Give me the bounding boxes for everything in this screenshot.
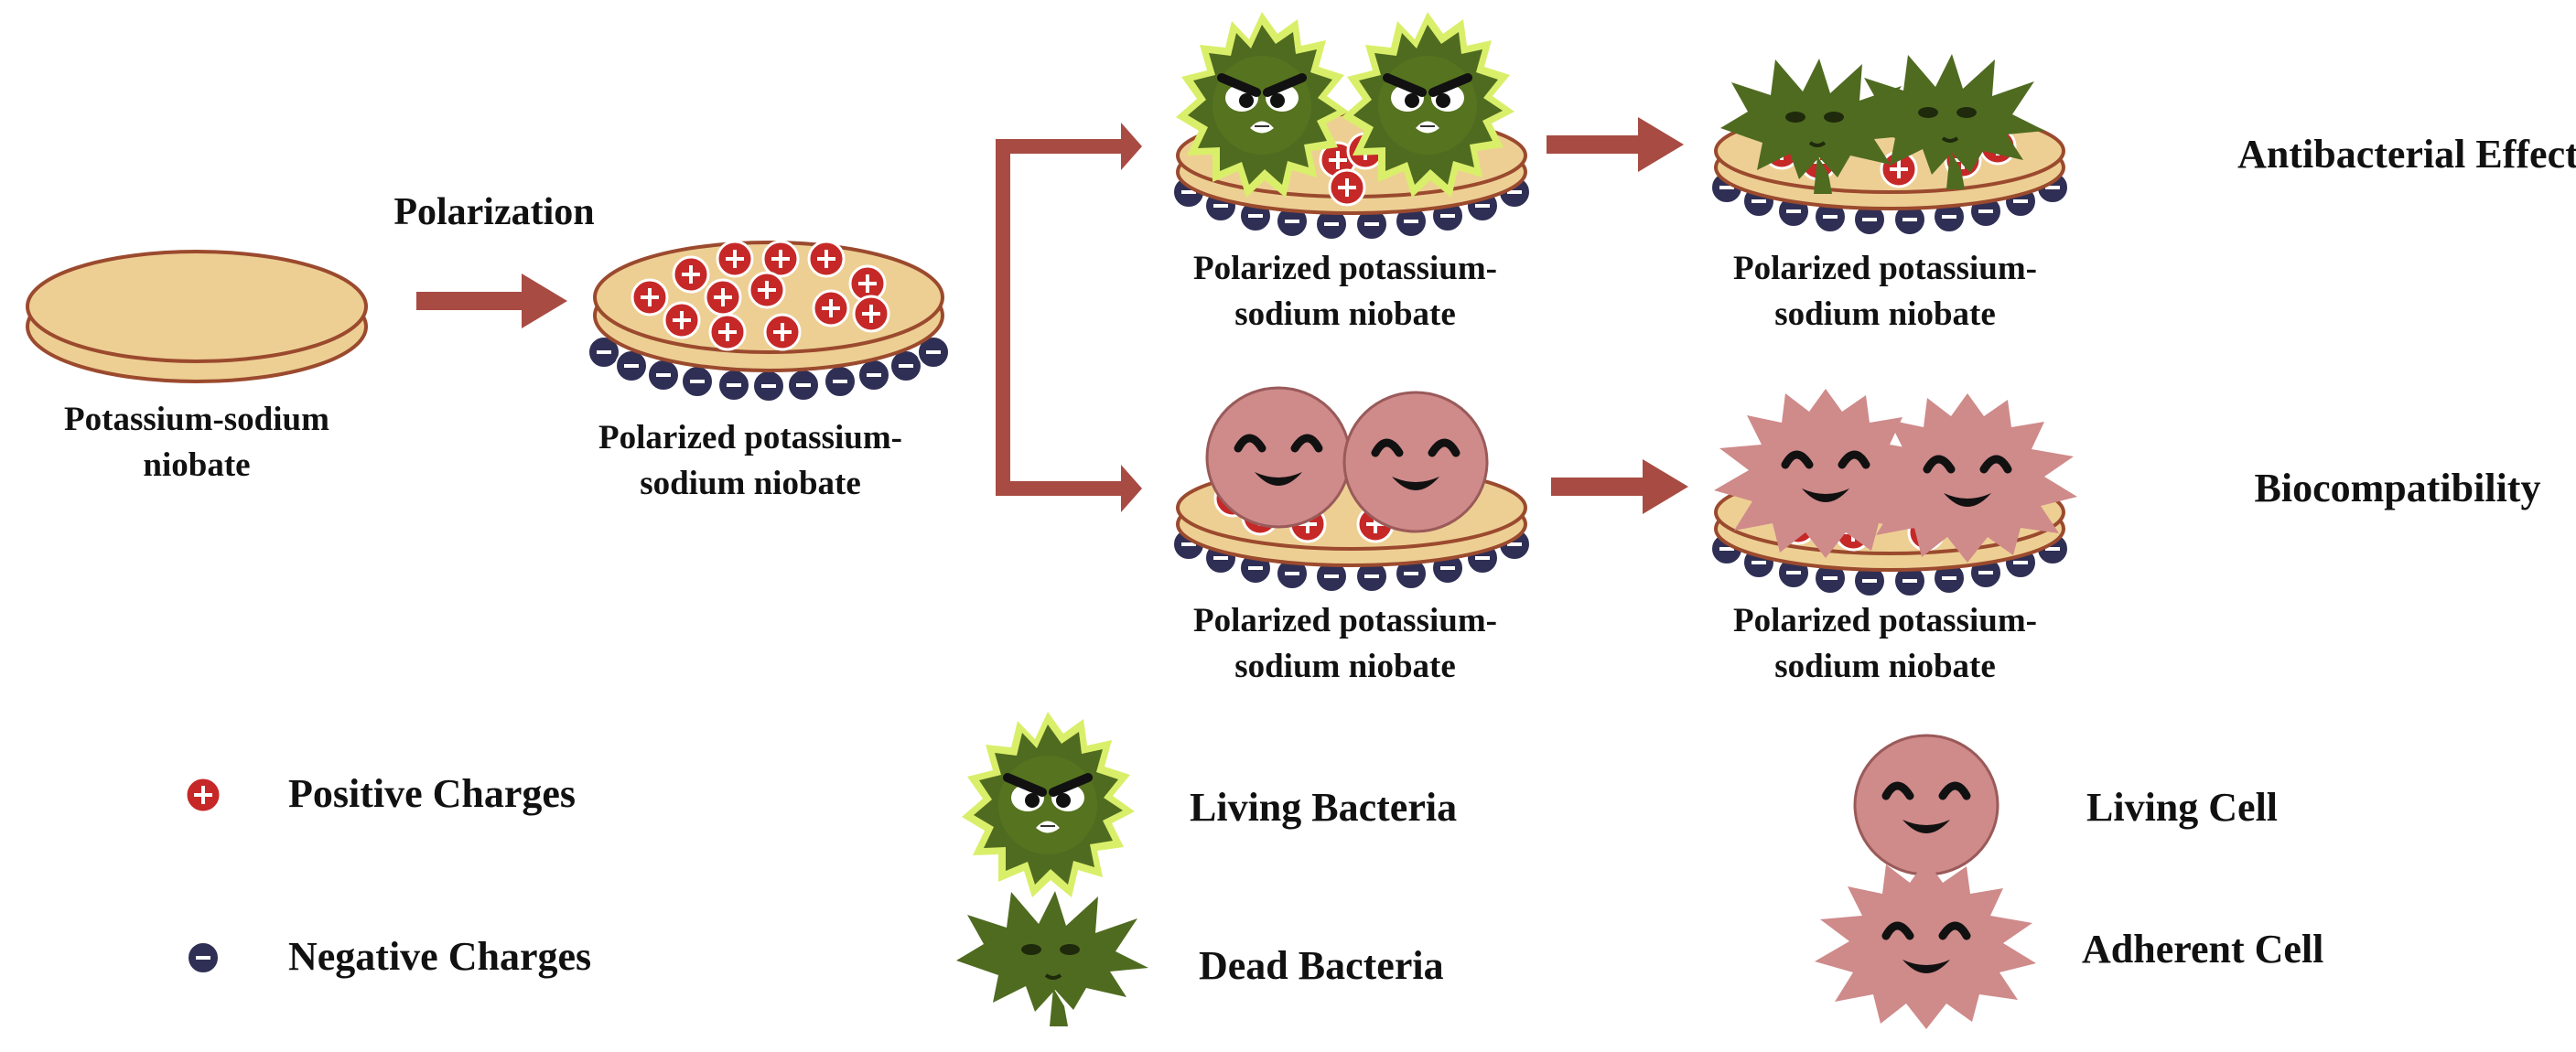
disk-with-living-bacteria: [1171, 12, 1532, 242]
dead-disk-label-1: Polarized potassium-: [1733, 250, 2037, 287]
polarization-label: Polarization: [393, 191, 594, 233]
disk-with-adherent-cells: [1709, 389, 2077, 598]
plain-disk: [26, 250, 368, 383]
adherent-disk-label-1: Polarized potassium-: [1733, 602, 2037, 639]
disk-with-living-cells: [1171, 388, 1532, 594]
arrow-to-antibacterial: [1547, 117, 1684, 172]
plain-disk-label-2: niobate: [143, 446, 250, 484]
living-bacteria-icon: [962, 712, 1135, 897]
antibacterial-effects-label: Antibacterial Effects: [2237, 132, 2576, 177]
disk-with-dead-bacteria: [1709, 52, 2070, 237]
polarized-disk-label-1: Polarized potassium-: [598, 419, 902, 456]
bacteria-disk-label-1: Polarized potassium-: [1193, 250, 1497, 287]
cell-disk-label-2: sodium niobate: [1234, 648, 1456, 685]
legend-living-cell: Living Cell: [2086, 785, 2278, 830]
branch-connector: [996, 123, 1142, 512]
living-cell-icon: [1855, 735, 1998, 875]
polarization-arrow: [416, 274, 567, 328]
adherent-disk-label-2: sodium niobate: [1774, 648, 1996, 685]
adherent-cell-icon: [1815, 860, 2036, 1029]
legend-adherent-cell: Adherent Cell: [2082, 927, 2323, 971]
dead-disk-label-2: sodium niobate: [1774, 295, 1996, 333]
bacteria-disk-label-2: sodium niobate: [1234, 295, 1456, 333]
legend-living-bacteria: Living Bacteria: [1190, 785, 1457, 830]
plain-disk-label-1: Potassium-sodium: [64, 401, 329, 438]
arrow-to-biocompatibility: [1551, 459, 1688, 514]
negative-charge-icon: [186, 940, 221, 975]
legend-dead-bacteria: Dead Bacteria: [1199, 943, 1444, 988]
biocompatibility-label: Biocompatibility: [2255, 466, 2541, 510]
polarized-disk: [587, 240, 951, 403]
legend-negative: Negative Charges: [288, 934, 591, 979]
dead-bacteria-icon: [954, 889, 1150, 1028]
positive-charge-icon: [184, 776, 222, 814]
legend-positive: Positive Charges: [288, 771, 576, 816]
cell-disk-label-1: Polarized potassium-: [1193, 602, 1497, 639]
polarized-disk-label-2: sodium niobate: [640, 465, 861, 502]
legend: Positive Charges Negative Charges Living…: [184, 712, 2323, 1029]
